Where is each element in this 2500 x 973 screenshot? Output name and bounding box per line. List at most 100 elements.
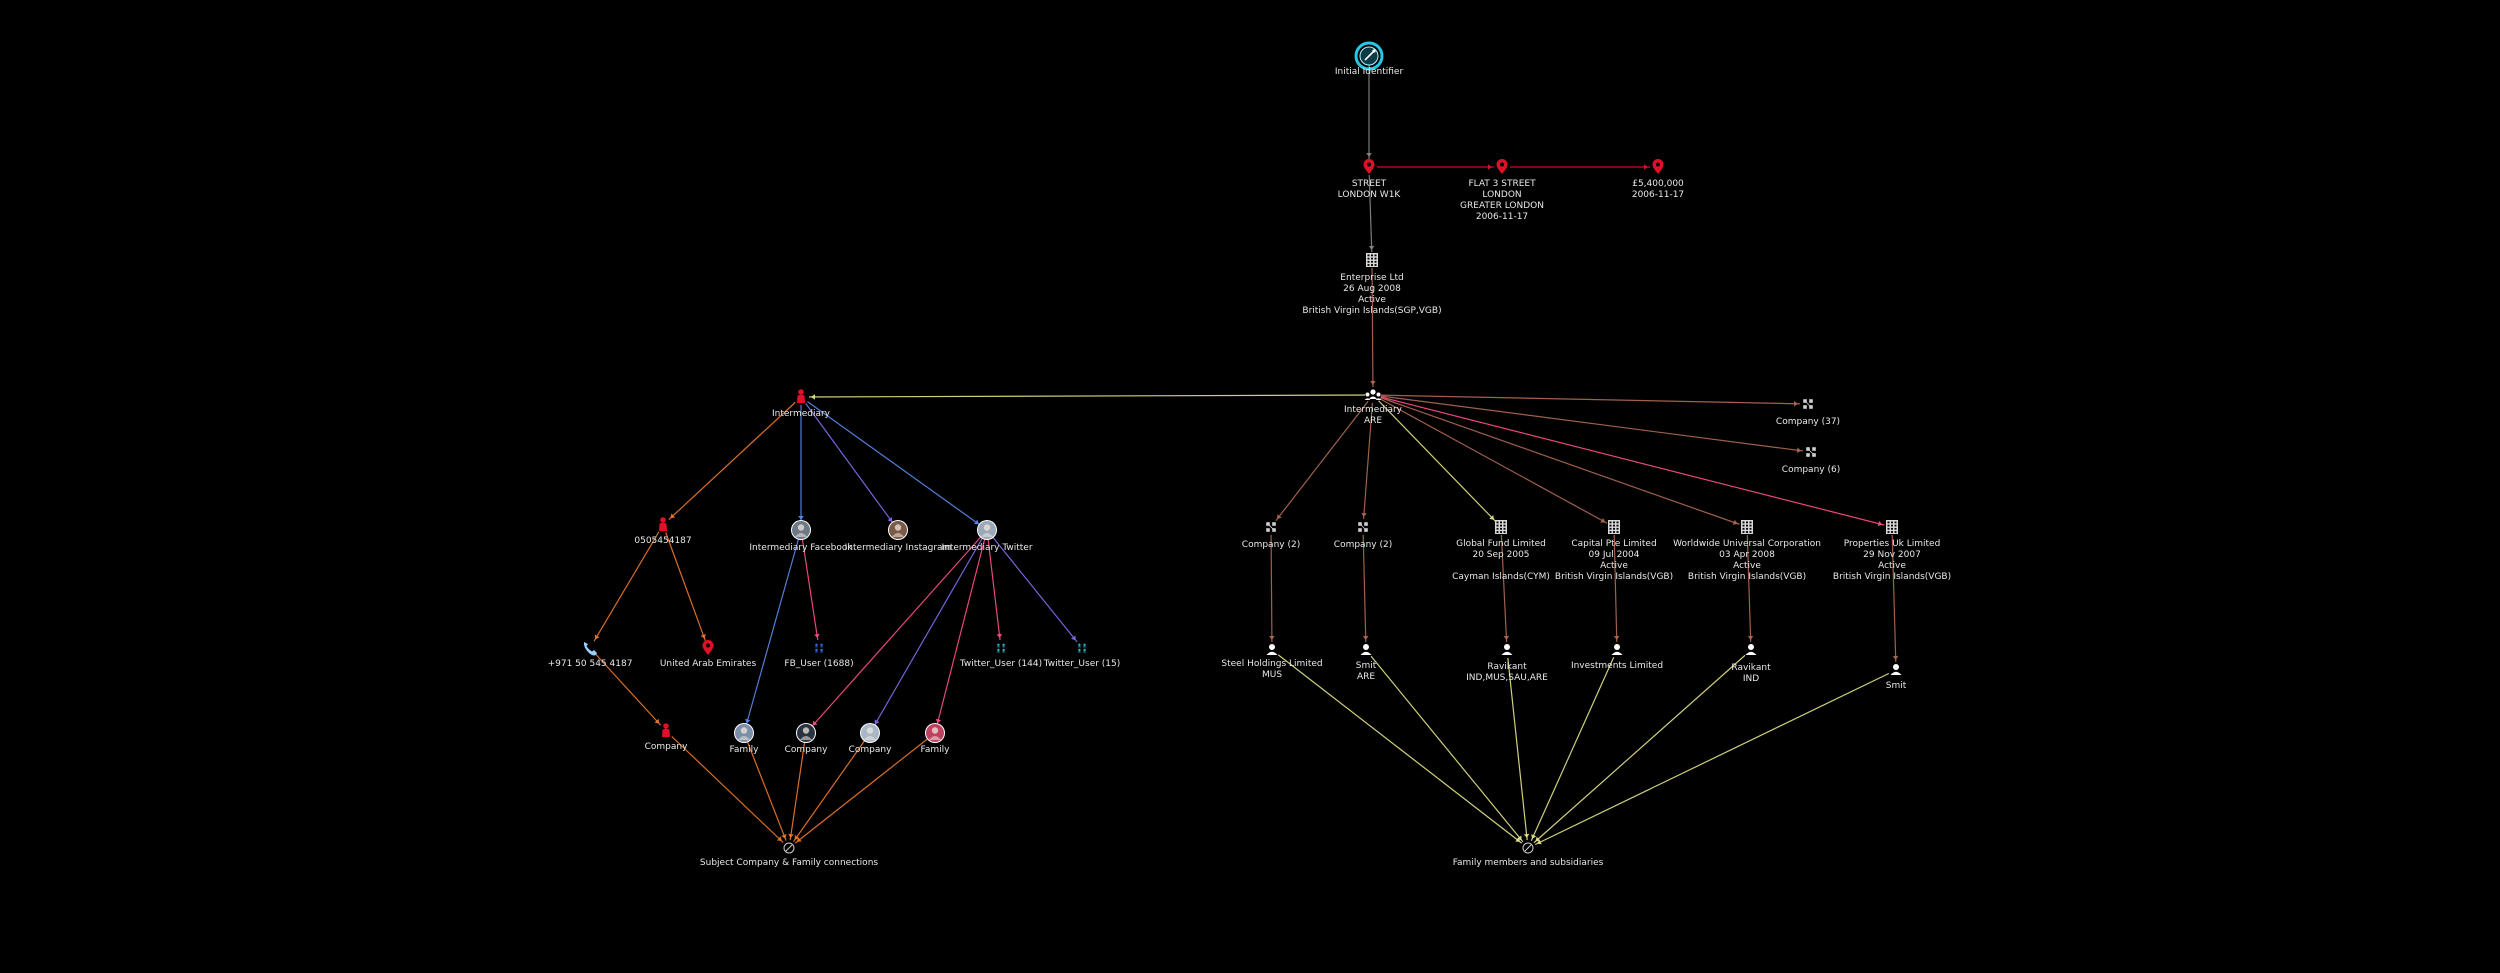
node-company-b[interactable]: Company	[849, 723, 892, 755]
edge-arrow	[1368, 245, 1375, 251]
edge-arrow	[1644, 164, 1648, 170]
node-int-twitter[interactable]: Intermediary Twitter	[941, 520, 1033, 553]
node-family2[interactable]: Family	[921, 723, 951, 755]
person-icon	[1745, 644, 1757, 655]
edge-arrow	[1516, 835, 1522, 841]
node-label: British Virgin Islands(VGB)	[1688, 572, 1806, 582]
edge-arrow	[1793, 400, 1799, 407]
avatar-photo-icon	[977, 520, 997, 540]
node-family-hub[interactable]: Family members and subsidiaries	[1453, 840, 1604, 868]
node-company2a[interactable]: Company (2)	[1242, 519, 1300, 550]
node-label: IND,MUS,SAU,ARE	[1466, 673, 1548, 683]
edge-arrow	[776, 836, 782, 842]
node-int-instagram[interactable]: Intermediary Instagram	[845, 520, 952, 553]
user-grid-icon	[814, 643, 824, 653]
node-label: Intermediary Instagram	[845, 543, 952, 553]
edge-arrow	[1892, 655, 1899, 661]
edge-arrow	[1523, 833, 1530, 839]
location-pin-icon	[1652, 159, 1664, 174]
node-company-a[interactable]: Company	[785, 723, 828, 755]
node-label: Steel Holdings Limited	[1221, 659, 1322, 669]
node-company2b[interactable]: Company (2)	[1334, 519, 1392, 550]
node-label: +971 50 545 4187	[548, 659, 633, 669]
node-label: Company	[785, 745, 828, 755]
node-tw-user2[interactable]: Twitter_User (15)	[1043, 640, 1121, 669]
node-company37[interactable]: Company (37)	[1776, 396, 1840, 427]
node-company6[interactable]: Company (6)	[1782, 444, 1840, 475]
node-family1[interactable]: Family	[730, 723, 760, 755]
node-tw-user1[interactable]: Twitter_User (144)	[959, 640, 1042, 669]
node-intermediary[interactable]: Intermediary	[772, 389, 831, 419]
node-label: Global Fund Limited	[1456, 539, 1546, 549]
node-label: 0505454187	[634, 536, 691, 546]
edge-arrow	[1277, 514, 1282, 520]
edge-intermediary_are-company2b	[1362, 394, 1374, 528]
node-label: 09 Jul 2004	[1589, 550, 1640, 560]
edge-properties_uk-smit	[1891, 526, 1897, 671]
edge-arrow	[788, 833, 794, 839]
node-label: FB_User (1688)	[784, 659, 853, 669]
edge-arrow	[814, 633, 820, 639]
node-label: British Virgin Islands(SGP,VGB)	[1302, 306, 1441, 316]
edge-arrow	[1269, 635, 1275, 641]
location-pin-icon	[702, 640, 714, 655]
phone-icon	[583, 642, 597, 656]
edge-capital_pte-investments	[1613, 526, 1618, 651]
node-smit[interactable]: Smit	[1886, 662, 1907, 691]
node-label: STREET	[1352, 179, 1387, 189]
edge-company_left-subject_hub	[665, 730, 790, 849]
node-int-facebook[interactable]: Intermediary Facebook	[749, 520, 853, 553]
edge-arrow	[700, 633, 706, 639]
edge-ravikant2-family_hub	[1527, 649, 1752, 849]
node-uae[interactable]: United Arab Emirates	[660, 640, 757, 669]
node-label: Company (2)	[1242, 540, 1300, 550]
edge-arrow	[1531, 834, 1537, 839]
node-investments[interactable]: Investments Limited	[1571, 642, 1663, 671]
edge-arrow	[1362, 635, 1369, 641]
edge-arrow	[1488, 164, 1492, 170]
edge-investments-family_hub	[1527, 649, 1618, 849]
node-phone[interactable]: +971 50 545 4187	[548, 640, 633, 669]
node-label: LONDON	[1482, 190, 1521, 200]
node-subject-hub[interactable]: Subject Company & Family connections	[700, 840, 878, 868]
edge-arrow	[796, 837, 802, 842]
node-phone-pin[interactable]: 0505454187	[634, 517, 692, 546]
node-label: Family	[921, 745, 951, 755]
node-label: United Arab Emirates	[660, 659, 757, 669]
edge-arrow	[1600, 517, 1606, 523]
node-label: Smit	[1356, 661, 1377, 671]
edge-intermediary_are-worldwide	[1372, 394, 1748, 528]
edge-arrow	[745, 718, 751, 724]
graph-edges	[589, 56, 1899, 849]
node-initial[interactable]: Initial Identifier	[1335, 41, 1404, 77]
edge-int_facebook-fb_user	[800, 529, 820, 649]
edge-arrow	[594, 634, 600, 640]
edge-company2b-smit_are	[1362, 526, 1367, 651]
person-group-icon	[1364, 389, 1382, 400]
edge-int_twitter-tw_user1	[986, 529, 1002, 649]
node-label: Active	[1733, 561, 1761, 571]
person-icon	[1360, 644, 1372, 655]
node-company-left[interactable]: Company	[645, 723, 688, 752]
node-label: Initial Identifier	[1335, 67, 1404, 77]
edge-int_twitter-family2	[934, 529, 988, 734]
company-network-icon	[1266, 522, 1276, 532]
node-backdrop	[993, 640, 1009, 656]
edge-global_fund-ravikant1	[1500, 526, 1508, 651]
node-fb-user[interactable]: FB_User (1688)	[784, 640, 854, 669]
hub-icon	[1522, 842, 1534, 854]
